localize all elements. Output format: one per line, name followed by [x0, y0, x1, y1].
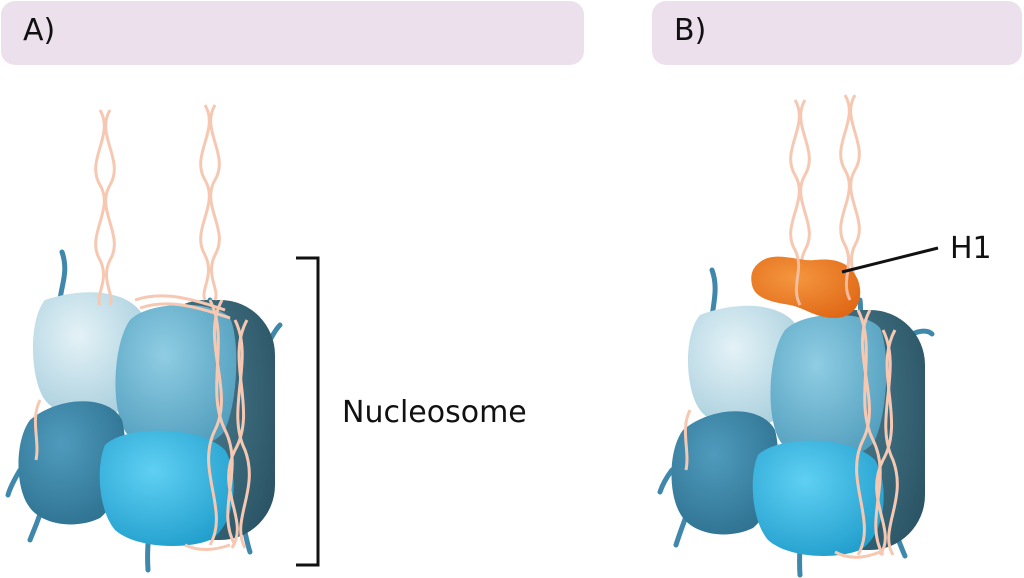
nucleosome-label: Nucleosome [342, 395, 527, 430]
h1-leader-line [841, 246, 939, 274]
panel-b-letter: B) [674, 13, 707, 48]
panel-a-header: A) [1, 1, 584, 65]
panel-a-letter: A) [23, 13, 56, 48]
panel-b-header: B) [652, 1, 1022, 65]
h1-label: H1 [950, 231, 992, 266]
dna-over-h1 [793, 244, 852, 306]
nucleosome-b [657, 94, 935, 578]
dna-a [33, 104, 251, 551]
histone-dark-b [671, 411, 779, 535]
histone-bright-a [99, 430, 234, 546]
histone-bright-b [752, 440, 884, 556]
h1-histone [751, 256, 861, 318]
nucleosome-bracket [296, 256, 320, 567]
nucleosome-a [5, 104, 283, 573]
histone-dark-a [18, 401, 126, 525]
histone-mid-b [770, 314, 887, 459]
histone-mid-a [115, 304, 237, 449]
